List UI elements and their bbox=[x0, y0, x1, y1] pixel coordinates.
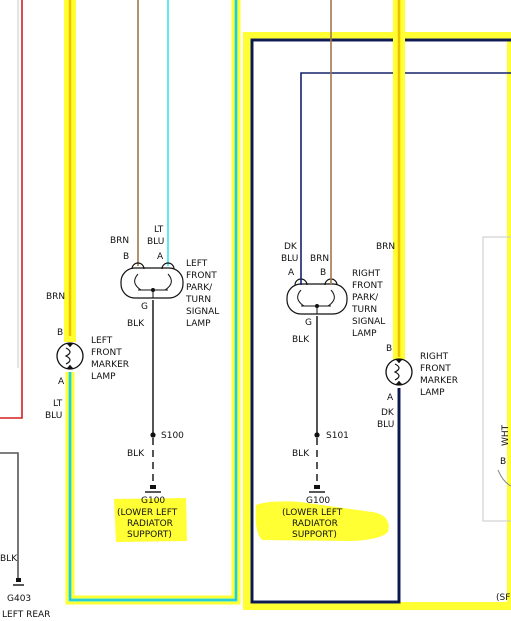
ground-wire-g403 bbox=[0, 452, 19, 578]
far-right-partial: WHT B (SF bbox=[482, 236, 511, 603]
splice-s100-dot bbox=[150, 432, 156, 438]
right-park-wire-dkblu-2: BLU bbox=[281, 254, 298, 264]
right-g100-label: G100 bbox=[306, 496, 330, 506]
left-ground-g100: G100 (LOWER LEFT RADIATOR SUPPORT) bbox=[114, 496, 187, 542]
right-park-pin-b: B bbox=[320, 268, 326, 278]
right-ground-g100: G100 (LOWER LEFT RADIATOR SUPPORT) bbox=[255, 496, 389, 541]
far-right-lamp-arc bbox=[497, 469, 511, 487]
left-marker-wire-bottom-1: LT bbox=[53, 399, 63, 409]
right-park-ground-wire-color: BLK bbox=[292, 335, 310, 345]
left-marker-wire-bottom-2: BLU bbox=[45, 411, 62, 421]
left-marker-name-2: FRONT bbox=[91, 348, 122, 358]
left-front-park-turn-lamp bbox=[120, 262, 184, 299]
left-ltblu-loop bbox=[65, 0, 241, 605]
splice-s101-label: S101 bbox=[326, 431, 349, 441]
right-park-name-5: SIGNAL bbox=[352, 317, 385, 327]
left-park-name-5: SIGNAL bbox=[186, 307, 219, 317]
left-marker-name-3: MARKER bbox=[91, 360, 129, 370]
g403-ground-label: G403 bbox=[7, 594, 31, 604]
right-marker-pin-bottom: A bbox=[387, 393, 394, 403]
right-park-dkblu-wire bbox=[300, 72, 511, 266]
splice-s101-dot bbox=[314, 432, 320, 438]
right-marker-wire-top: BRN bbox=[376, 242, 395, 252]
left-g100-location-1: (LOWER LEFT bbox=[117, 508, 178, 518]
left-park-pin-a: A bbox=[157, 252, 164, 262]
left-g100-location-2: RADIATOR bbox=[127, 519, 173, 529]
left-marker-circuit: BRN B LEFT FRONT MARKER LAMP A LT BLU bbox=[45, 0, 129, 421]
far-right-frame bbox=[482, 236, 511, 522]
right-park-lamp-circuit: DK BLU BRN A B G RIGHT FRONT PARK/ TURN … bbox=[281, 0, 385, 493]
left-park-wire-brn: BRN bbox=[110, 236, 129, 246]
left-park-name-2: FRONT bbox=[186, 271, 217, 281]
left-park-pin-b: B bbox=[123, 252, 129, 262]
g403-ground-dot bbox=[16, 578, 21, 582]
right-g100-location-3: SUPPORT) bbox=[292, 530, 337, 540]
left-park-wire-ltblu-2: BLU bbox=[147, 237, 164, 247]
right-marker-pin-top: B bbox=[386, 344, 392, 354]
right-front-park-turn-lamp bbox=[286, 278, 348, 315]
left-g100-label: G100 bbox=[141, 496, 165, 506]
left-g100-location-3: SUPPORT) bbox=[127, 530, 172, 540]
left-marker-wire-top: BRN bbox=[46, 292, 65, 302]
far-right-wire-color: WHT bbox=[501, 424, 511, 446]
right-park-wire-dkblu-1: DK bbox=[284, 242, 298, 252]
left-park-name-3: PARK/ bbox=[186, 283, 213, 293]
right-loop-highlight bbox=[243, 32, 511, 610]
far-right-pin: B bbox=[500, 457, 506, 467]
right-marker-name-1: RIGHT bbox=[420, 352, 449, 362]
left-park-name-1: LEFT bbox=[186, 259, 208, 269]
right-park-name-1: RIGHT bbox=[352, 269, 381, 279]
left-park-lamp-circuit: BRN LT BLU B A G LEFT FRONT PARK/ TURN S… bbox=[110, 0, 219, 493]
left-park-name-4: TURN bbox=[185, 295, 211, 305]
right-park-wire-brn: BRN bbox=[310, 254, 329, 264]
right-dkblu-loop bbox=[243, 32, 511, 610]
right-park-pin-g: G bbox=[305, 318, 312, 328]
right-g100-location-2: RADIATOR bbox=[292, 519, 338, 529]
right-park-name-3: PARK/ bbox=[352, 293, 379, 303]
left-marker-pin-bottom: A bbox=[58, 377, 65, 387]
left-marker-name-4: LAMP bbox=[91, 372, 116, 382]
left-g100-highlight bbox=[114, 498, 187, 542]
left-marker-name-1: LEFT bbox=[91, 336, 113, 346]
right-park-name-6: LAMP bbox=[352, 329, 377, 339]
right-marker-name-2: FRONT bbox=[420, 364, 451, 374]
right-marker-name-3: MARKER bbox=[420, 376, 458, 386]
left-park-ground-wire-color: BLK bbox=[127, 319, 145, 329]
right-g100-location-1: (LOWER LEFT bbox=[282, 508, 343, 518]
far-right-cut-text: (SF bbox=[496, 593, 510, 603]
right-marker-wire-bottom-2: BLU bbox=[377, 420, 394, 430]
g403-location: LEFT REAR bbox=[2, 610, 50, 620]
left-g100-dot bbox=[150, 485, 156, 489]
left-park-name-6: LAMP bbox=[186, 319, 211, 329]
right-marker-wire-bottom-1: DK bbox=[381, 408, 395, 418]
right-park-name-2: FRONT bbox=[352, 281, 383, 291]
red-wire bbox=[0, 0, 23, 419]
right-g100-highlight bbox=[255, 501, 389, 541]
ltblu-loop-inner bbox=[69, 0, 237, 601]
right-front-marker-lamp bbox=[385, 358, 413, 386]
left-ground-wire-color-2: BLK bbox=[127, 449, 145, 459]
right-marker-circuit: BRN B RIGHT FRONT MARKER LAMP A DK BLU bbox=[376, 0, 458, 430]
right-ground-wire-color-2: BLK bbox=[292, 449, 310, 459]
left-park-wire-ltblu-1: LT bbox=[154, 225, 164, 235]
far-left-circuit: BLK G403 LEFT REAR bbox=[0, 0, 50, 620]
left-park-pin-g: G bbox=[141, 302, 148, 312]
g403-wire-color: BLK bbox=[0, 554, 18, 564]
right-marker-name-4: LAMP bbox=[420, 388, 445, 398]
splice-s100-label: S100 bbox=[161, 431, 184, 441]
right-park-pin-a: A bbox=[288, 268, 295, 278]
right-g100-dot bbox=[314, 485, 320, 489]
left-front-marker-lamp bbox=[56, 342, 84, 370]
left-marker-pin-top: B bbox=[57, 328, 63, 338]
right-dkblu-loop-stroke2 bbox=[251, 39, 511, 603]
right-park-name-4: TURN bbox=[351, 305, 377, 315]
